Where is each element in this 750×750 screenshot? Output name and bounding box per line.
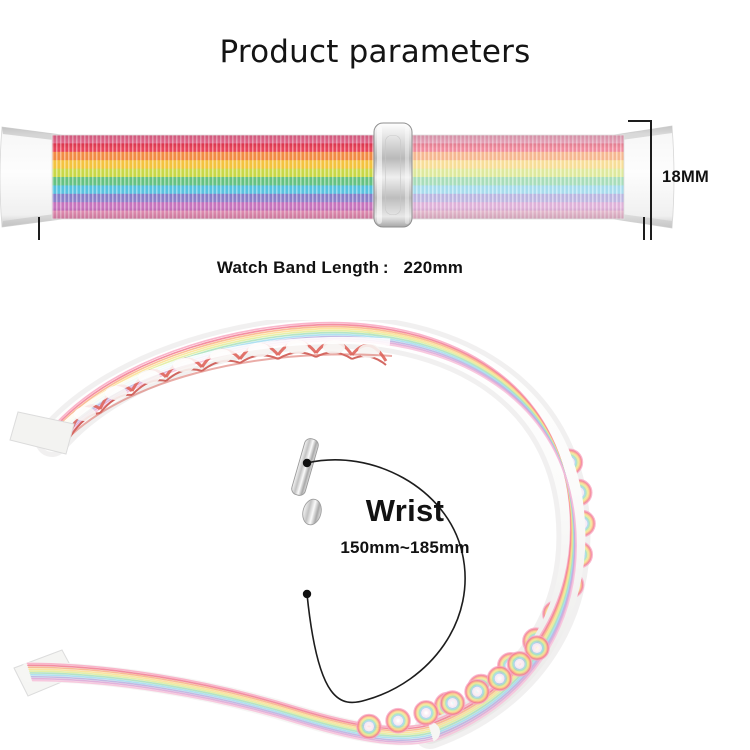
dimension-line-width <box>628 120 652 240</box>
band-length-label: Watch Band Length : 220mm <box>216 258 464 277</box>
wrist-arc-path <box>306 459 466 704</box>
wrist-arc-dot-top <box>302 458 312 468</box>
band-width-label: 18MM <box>662 168 710 186</box>
band-left-connector <box>0 126 63 228</box>
page-title: Product parameters <box>219 34 531 70</box>
band-stripes-saturated <box>52 135 392 219</box>
band-stripes-pale <box>392 135 624 219</box>
wrist-diagram <box>9 320 596 749</box>
dimension-line-length <box>38 217 645 240</box>
coiled-band <box>9 320 596 749</box>
coil-buckle <box>291 438 322 526</box>
wrist-arc <box>302 458 466 704</box>
band-ruffle-lattice <box>59 336 393 441</box>
wrist-range-label: 150mm~185mm <box>340 538 470 557</box>
band-scallop-loops-bottom <box>356 635 550 740</box>
coil-end-connector-top <box>9 411 75 455</box>
band-buckle <box>373 122 413 228</box>
wrist-title: Wrist <box>365 493 445 528</box>
watch-band-illustration <box>0 120 675 240</box>
wrist-arc-dot-bottom <box>302 589 312 599</box>
